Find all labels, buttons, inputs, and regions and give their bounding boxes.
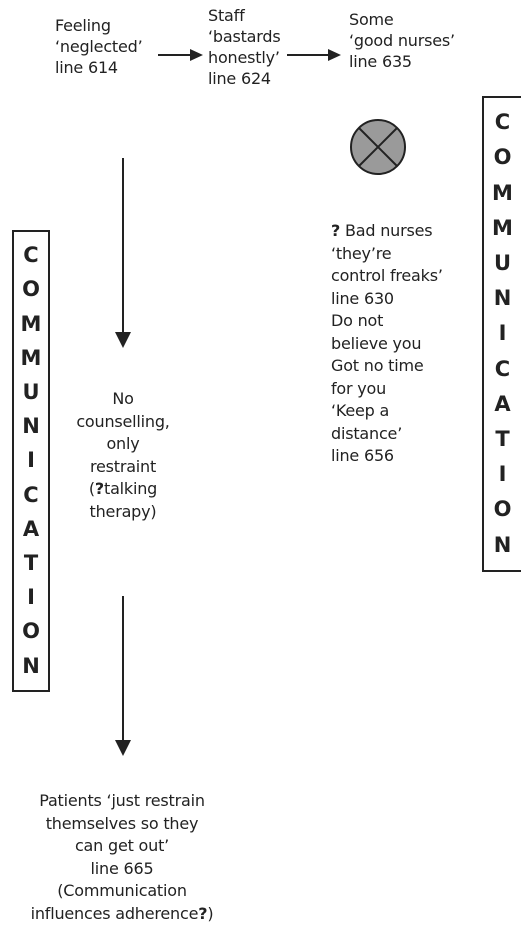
node-line: ‘they’re (331, 243, 392, 263)
node-line: ‘good nurses’ (349, 31, 455, 50)
box-letter: C (494, 356, 511, 381)
box-letter: T (495, 427, 510, 452)
node-text: Bad nurses (340, 221, 433, 240)
node-text: influences adherence (30, 903, 199, 923)
node-line: ‘Keep a (331, 401, 390, 420)
node-no-counselling: No counselling, only restraint (?talking… (63, 388, 183, 523)
node-line: distance’ (331, 423, 403, 443)
node-line: line 614 (55, 58, 118, 77)
box-letter: C (23, 243, 39, 268)
node-line: can get out’ (74, 836, 170, 855)
node-bad-nurses: ? Bad nurses ‘they’re control freaks’ li… (331, 220, 443, 468)
box-letter: I (27, 585, 35, 610)
node-line: believe you (331, 333, 422, 353)
node-line: (?talking (63, 478, 183, 501)
node-good-nurses: Some ‘good nurses’ line 635 (349, 9, 455, 72)
box-letter: O (22, 619, 40, 644)
node-line: Feeling (55, 16, 111, 35)
box-letter: O (493, 145, 512, 170)
arrow-down-to-patients (115, 596, 131, 756)
box-letter: A (494, 391, 511, 416)
box-letter: O (493, 497, 512, 522)
box-letter: N (22, 414, 40, 439)
node-line: line 630 (331, 288, 394, 308)
node-line: line 624 (208, 69, 271, 88)
node-line: line 656 (331, 446, 394, 465)
box-letter: C (494, 110, 511, 135)
box-letter: M (20, 311, 42, 336)
box-letter: I (27, 448, 35, 473)
node-text: talking (104, 479, 158, 498)
node-line: restraint (89, 456, 157, 476)
node-line: Staff (208, 6, 245, 25)
box-letter: I (498, 321, 507, 346)
box-letter: C (23, 482, 39, 507)
node-line: Got no time (331, 356, 424, 375)
question-mark: ? (331, 221, 341, 240)
question-mark: ? (198, 903, 208, 923)
box-letter: M (492, 215, 513, 240)
box-letter: N (493, 286, 512, 311)
node-line: (Communication (57, 881, 187, 900)
node-feeling-neglected: Feeling ‘neglected’ line 614 (55, 15, 143, 78)
arrow-staff-to-good-nurses (287, 49, 341, 61)
crossed-circle-icon (350, 119, 406, 175)
node-line: line 635 (349, 52, 412, 71)
paren-open: ( (88, 479, 95, 498)
communication-box-right: C O M M U N I C A T I O N (482, 96, 521, 572)
node-line: control freaks’ (331, 266, 443, 285)
node-line: ‘neglected’ (55, 37, 143, 56)
node-line: counselling, (76, 411, 170, 431)
node-text: ) (207, 903, 214, 923)
node-line: Some (349, 10, 394, 29)
node-line: ‘bastards (208, 27, 281, 46)
node-line: Patients ‘just restrain (39, 791, 205, 810)
node-patients-restrain: Patients ‘just restrain themselves so th… (0, 790, 244, 925)
node-line: only (106, 434, 140, 453)
box-letter: M (20, 345, 42, 370)
node-line: Do not (331, 311, 384, 330)
box-letter: N (493, 532, 512, 557)
node-line: No (112, 389, 134, 408)
node-line: themselves so they (45, 813, 199, 833)
box-letter: T (23, 551, 39, 576)
node-line: line 665 (90, 858, 154, 878)
box-letter: U (22, 380, 40, 405)
node-line: honestly’ (208, 48, 280, 67)
node-staff-bastards: Staff ‘bastards honestly’ line 624 (208, 5, 281, 89)
node-line: therapy) (89, 501, 157, 521)
box-letter: M (492, 180, 513, 205)
arrow-down-to-no-counselling (115, 158, 131, 348)
communication-box-left: C O M M U N I C A T I O N (12, 230, 50, 692)
node-line: influences adherence?) (0, 903, 244, 926)
box-letter: U (493, 251, 512, 276)
box-letter: I (498, 462, 507, 487)
box-letter: N (22, 653, 40, 678)
question-mark: ? (94, 479, 104, 498)
arrow-feeling-to-staff (158, 49, 203, 61)
node-line: ? Bad nurses (331, 220, 443, 243)
box-letter: O (22, 277, 40, 302)
node-line: for you (331, 378, 387, 398)
box-letter: A (22, 516, 40, 541)
